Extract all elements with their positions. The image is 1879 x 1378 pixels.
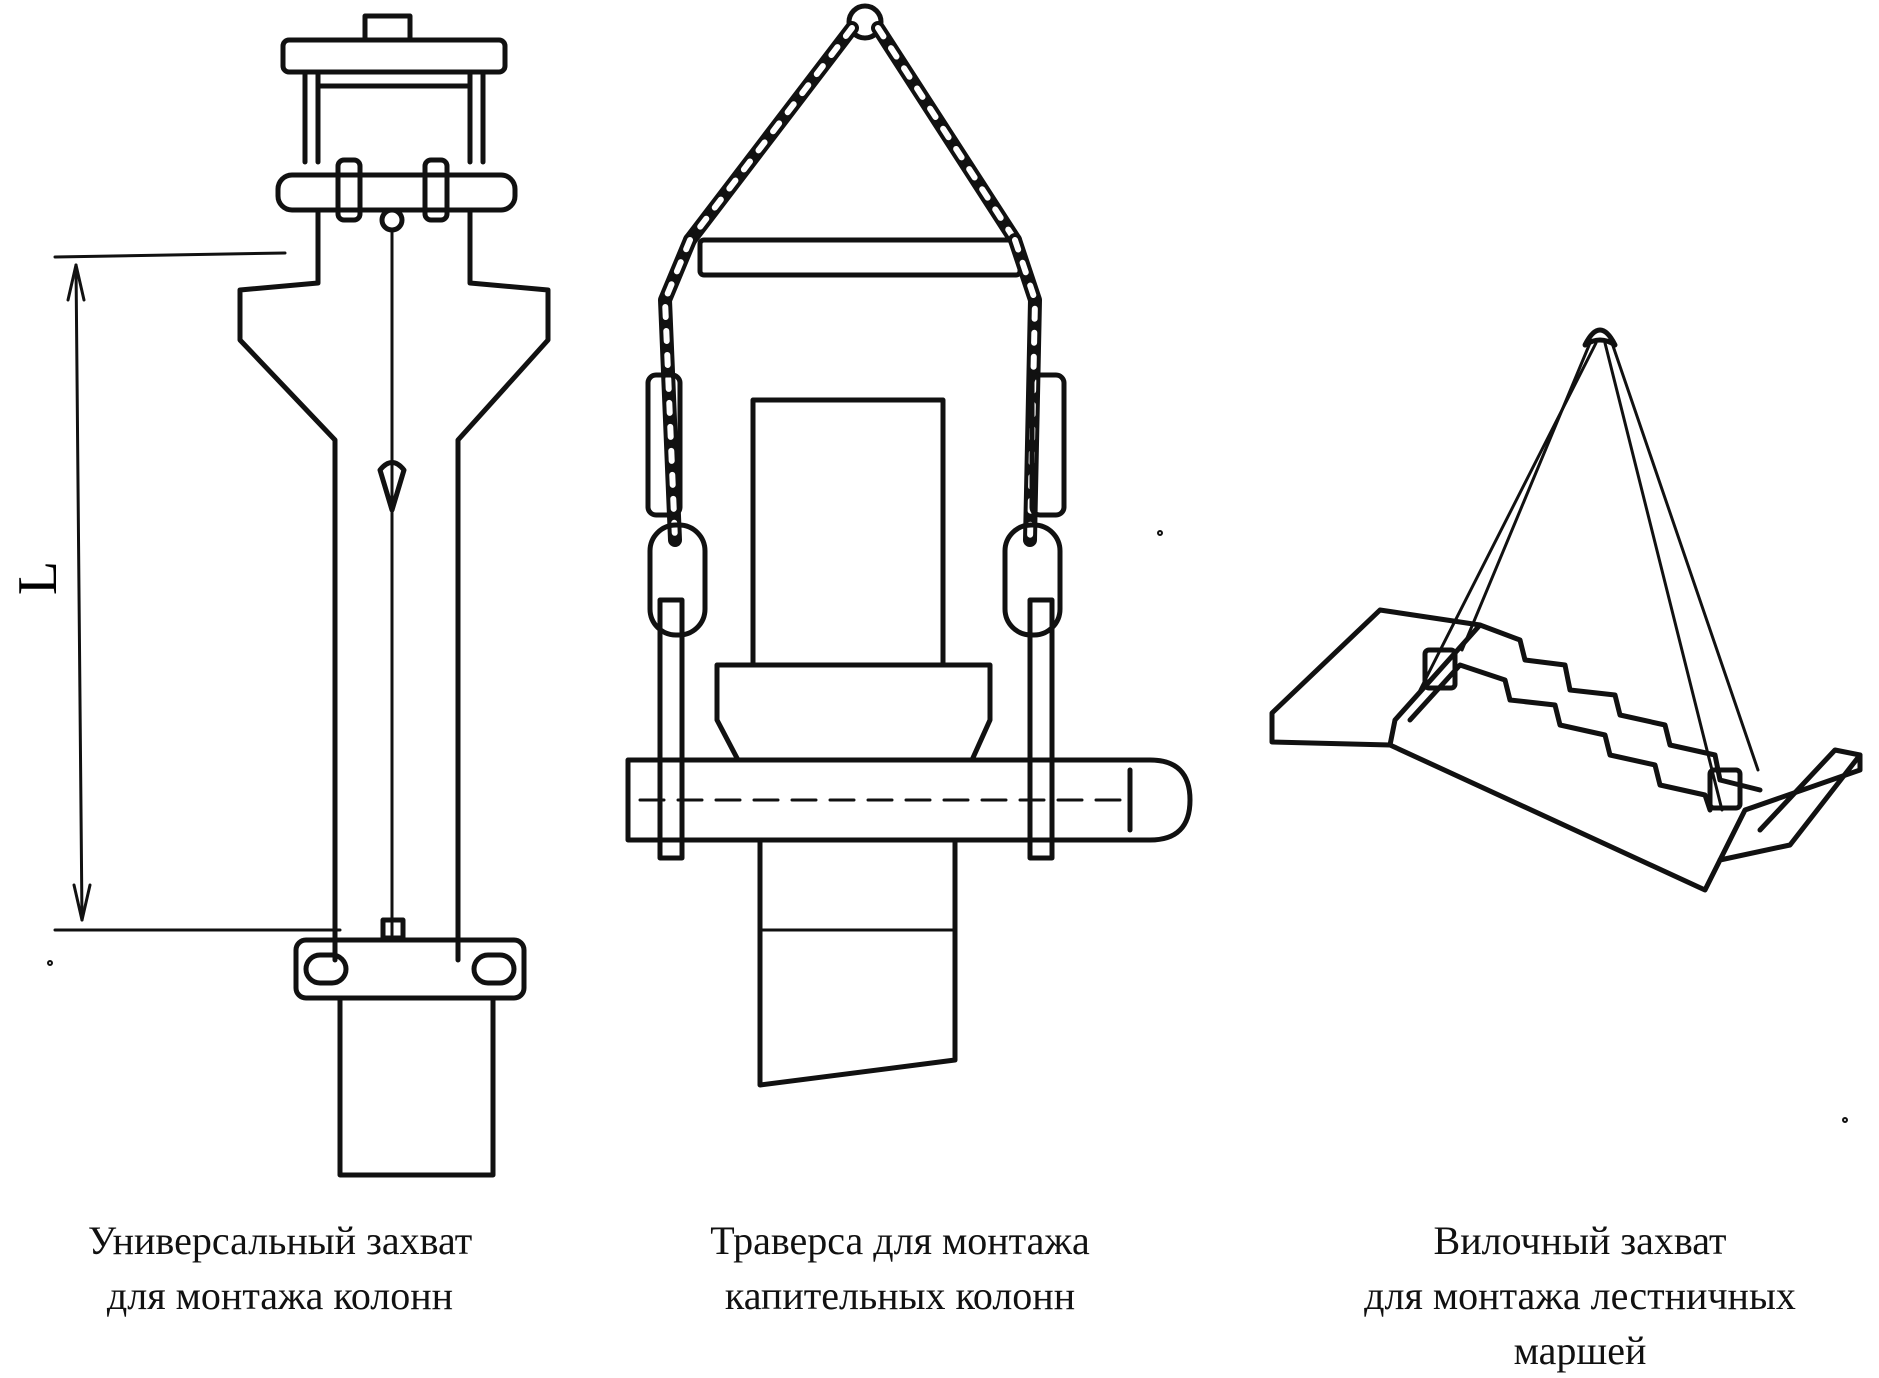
caption-line: маршей: [1513, 1328, 1647, 1373]
caption-fork-grip: Вилочный захват для монтажа лестничных м…: [1300, 1213, 1860, 1378]
stair-lower-landing: [1269, 607, 1483, 748]
column-base: [337, 995, 496, 1178]
column-outline: [237, 207, 551, 963]
caption-line: Универсальный захват: [87, 1218, 473, 1263]
column-shaft: [757, 837, 958, 1088]
caption-line: капительных колонн: [724, 1273, 1076, 1318]
caption-universal-grip: Универсальный захват для монтажа колонн: [20, 1213, 540, 1323]
traverse-beam: [697, 237, 1023, 278]
traverse-drawing: [625, 3, 1193, 1088]
stair-flight-outline: [1387, 742, 1863, 893]
support-bar: [625, 757, 1193, 843]
dimension-label-l: L: [7, 560, 69, 596]
grip-top-knob: [362, 13, 413, 43]
fork-grip-drawing: [1269, 327, 1863, 893]
upper-clamp: [275, 172, 518, 213]
caption-line: для монтажа колонн: [106, 1273, 454, 1318]
caption-line: для монтажа лестничных: [1364, 1273, 1796, 1318]
caption-line: Вилочный захват: [1433, 1218, 1727, 1263]
lower-clamp: [293, 937, 527, 1001]
grip-top-beam: [280, 37, 508, 75]
column-top: [750, 397, 946, 668]
caption-line: Траверса для монтажа: [710, 1218, 1090, 1263]
universal-grip-drawing: [53, 13, 551, 1178]
caption-traverse: Траверса для монтажа капительных колонн: [640, 1213, 1160, 1323]
dimension-line: [74, 263, 84, 922]
column-capital: [714, 662, 993, 763]
